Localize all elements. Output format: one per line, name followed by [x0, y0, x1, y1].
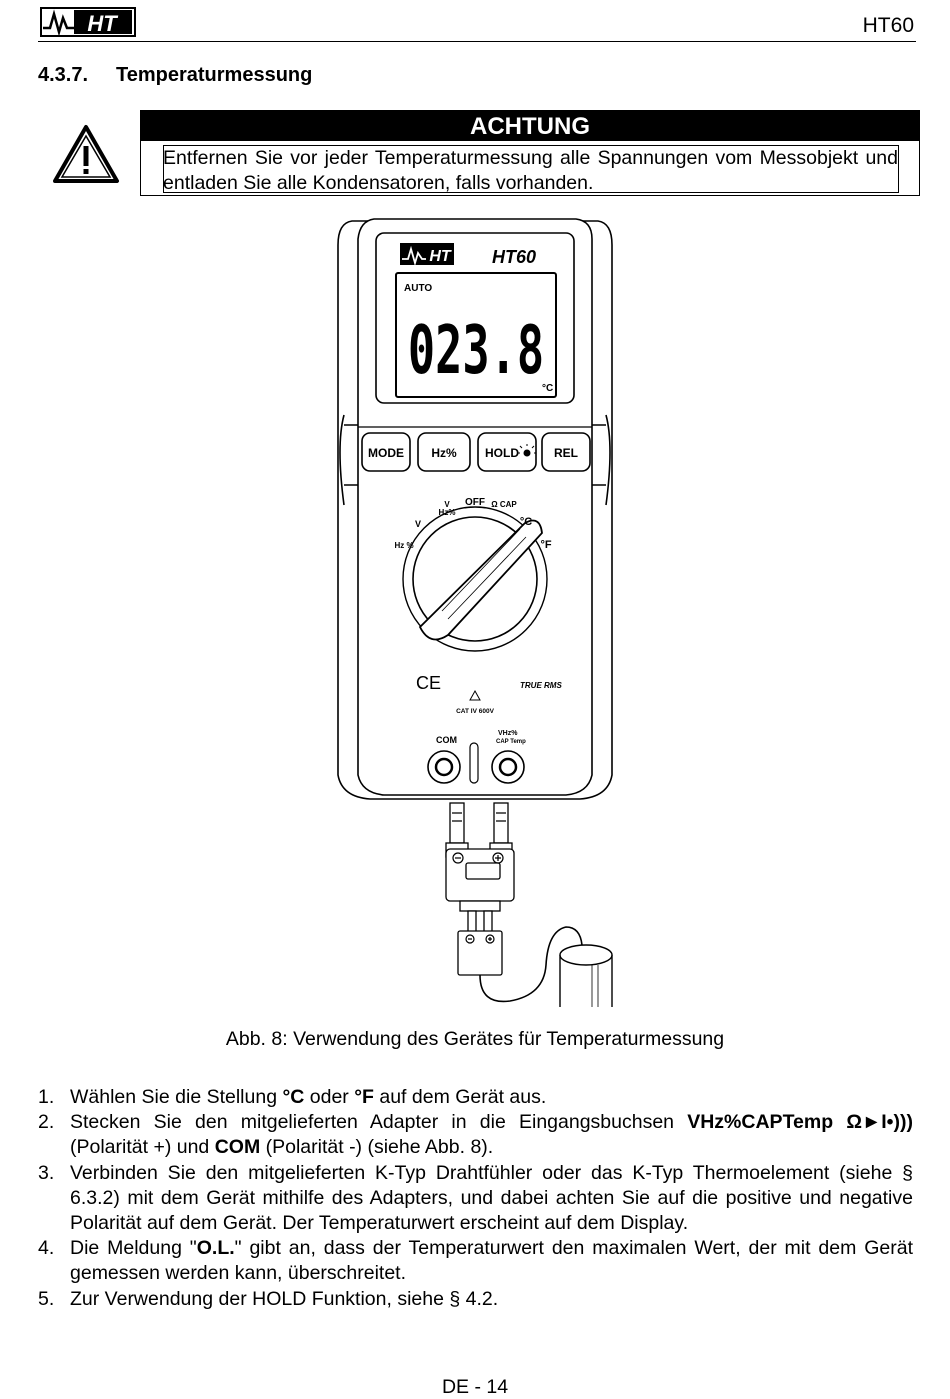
- list-item-text: Zur Verwendung der HOLD Funktion, siehe …: [70, 1287, 499, 1310]
- meter-button-mode[interactable]: [361, 432, 411, 472]
- list-item: 4. Die Meldung "O.L." gibt an, dass der T…: [38, 1236, 913, 1286]
- list-item-text: COM: [214, 1136, 261, 1159]
- warning-triangle-icon: [53, 125, 119, 183]
- list-item-text: Verbinden Sie den mitgelieferten K-Typ D…: [70, 1161, 913, 1235]
- list-item: 2. Stecken Sie den mitgelieferten Adapter…: [38, 1110, 913, 1160]
- meter-button-hold[interactable]: [477, 432, 537, 472]
- list-item-text: °F: [354, 1086, 374, 1108]
- dial-fahrenheit: °F: [540, 539, 551, 551]
- list-item: 5. Zur Verwendung der HOLD Funktion, sieh…: [38, 1287, 913, 1312]
- list-item-text: " gibt an, dass der Temperaturwert den m…: [70, 1237, 913, 1285]
- warning-inner-frame: [163, 145, 899, 193]
- figure-caption: Abb. 8: Verwendung des Gerätes für Tempe…: [225, 1028, 725, 1050]
- list-item-text: (Polarität +) und: [70, 1136, 215, 1159]
- input-label-v-sub: CAP Temp: [496, 739, 526, 745]
- warning-text: Entfernen Sie vor jeder Temperaturmessun…: [163, 147, 898, 194]
- list-item-text: Die Meldung ": [70, 1237, 197, 1260]
- multimeter-figure: HT HT60 AUTO 023.8 °C MODE Hz% HOLD REL …: [337, 218, 613, 1007]
- list-item-number: 3.: [38, 1161, 55, 1184]
- ht-logo: HT: [40, 7, 136, 37]
- list-item-text: ►I•))): [861, 1111, 913, 1134]
- meter-button-rel[interactable]: [541, 432, 591, 472]
- list-item-text: oder: [304, 1086, 355, 1108]
- section-number: 4.3.7.: [38, 64, 89, 86]
- list-item-text: (Polarität -) (siehe Abb. 8).: [260, 1136, 494, 1159]
- input-label-v: VHz%: [498, 730, 518, 737]
- section-heading: 4.3.7. Temperaturmessung: [38, 64, 312, 87]
- lcd-unit: °C: [542, 383, 553, 394]
- bulb-icon: [518, 444, 536, 457]
- page-number: DE - 14: [441, 1376, 509, 1398]
- header-rule: [38, 41, 916, 42]
- list-item-text: Wählen Sie die Stellung: [70, 1086, 283, 1108]
- dial-hz-left: Hz %: [394, 541, 413, 550]
- button-label-mode: MODE: [368, 446, 404, 460]
- list-item-text: Stecken Sie den mitgelieferten Adapter i…: [70, 1111, 688, 1134]
- instruction-list: 1. Wählen Sie die Stellung °C oder °F auf…: [38, 1085, 913, 1312]
- dial-celsius: °C: [520, 516, 532, 528]
- lcd-value: 023.8: [408, 312, 544, 389]
- logo-text: HT: [87, 11, 118, 36]
- meter-model: HT60: [492, 247, 536, 267]
- warning-box: ACHTUNG Entfernen Sie vor jeder Temperat…: [140, 110, 920, 196]
- dial-ohm-cap: Ω CAP: [491, 500, 517, 509]
- button-label-rel: REL: [554, 446, 578, 460]
- list-item-number: 4.: [38, 1237, 55, 1260]
- input-label-com: COM: [436, 735, 457, 745]
- section-title: Temperaturmessung: [116, 64, 313, 86]
- lcd-auto: AUTO: [404, 283, 432, 294]
- meter-button-hz[interactable]: [417, 432, 471, 472]
- dial-hz-top: Hz%: [439, 508, 456, 517]
- list-item: 1. Wählen Sie die Stellung °C oder °F auf…: [38, 1085, 913, 1110]
- warning-title: ACHTUNG: [141, 111, 919, 141]
- list-item-text: °C: [282, 1086, 305, 1108]
- list-item-text: VHz%CAPTemp Ω: [687, 1111, 862, 1134]
- cat-rating: CAT IV 600V: [456, 708, 494, 715]
- ce-mark: CE: [416, 673, 441, 693]
- list-item-text: O.L.: [196, 1237, 235, 1260]
- list-item-text: auf dem Gerät aus.: [373, 1086, 547, 1108]
- true-rms: TRUE RMS: [520, 681, 562, 690]
- list-item-number: 1.: [38, 1086, 55, 1108]
- button-label-hz: Hz%: [431, 446, 457, 460]
- button-label-hold: HOLD: [485, 446, 519, 460]
- list-item-number: 2.: [38, 1111, 55, 1134]
- small-warning-icon: [469, 689, 481, 701]
- dial-v-ac: V: [415, 519, 421, 529]
- header-model: HT60: [862, 14, 914, 37]
- list-item-number: 5.: [38, 1287, 55, 1310]
- list-item: 3. Verbinden Sie den mitgelieferten K-Typ…: [38, 1161, 913, 1237]
- meter-brand: HT: [429, 248, 452, 265]
- dial-off: OFF: [465, 497, 485, 508]
- dial-v-dc-top: V: [444, 500, 450, 509]
